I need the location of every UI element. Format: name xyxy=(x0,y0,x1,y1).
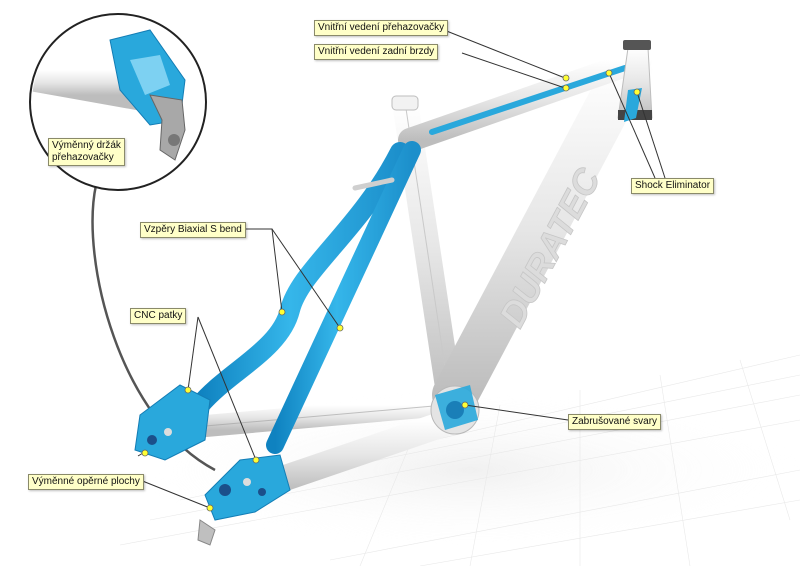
marker-seatstay-2 xyxy=(336,324,344,332)
bottom-bracket xyxy=(430,385,480,435)
marker-cnc-1 xyxy=(184,386,192,394)
callout-shock-eliminator: Shock Eliminator xyxy=(631,178,715,194)
seatstays xyxy=(190,141,421,454)
marker-shock-2 xyxy=(633,88,641,96)
marker-weld xyxy=(461,401,469,409)
callout-replaceable-hanger: Výměnný držák přehazovačky xyxy=(48,138,125,166)
marker-cnc-2 xyxy=(252,456,260,464)
marker-seatstay-1 xyxy=(278,308,286,316)
marker-brake-routing xyxy=(562,84,570,92)
callout-cnc-dropouts: CNC patky xyxy=(130,308,187,324)
left-dropout xyxy=(134,384,211,461)
callout-biaxial-seatstays: Vzpěry Biaxial S bend xyxy=(140,222,246,238)
marker-support-2 xyxy=(206,504,214,512)
right-dropout xyxy=(197,454,291,546)
callout-replaceable-support-surfaces: Výměnné opěrné plochy xyxy=(28,474,144,490)
marker-derailleur-routing xyxy=(562,74,570,82)
head-tube xyxy=(617,40,653,122)
seat-tube-top xyxy=(391,95,419,111)
marker-dots xyxy=(141,69,641,512)
callout-replaceable-hanger-line1: Výměnný držák xyxy=(52,140,121,151)
callout-replaceable-hanger-line2: přehazovačky xyxy=(52,152,114,163)
callout-sanded-welds: Zabrušované svary xyxy=(568,414,662,430)
marker-support-1 xyxy=(141,449,149,457)
callout-internal-derailleur-routing: Vnitřní vedení přehazovačky xyxy=(314,20,449,36)
marker-shock-1 xyxy=(605,69,613,77)
top-tube-cable-guide xyxy=(429,65,628,135)
callout-internal-brake-routing: Vnitřní vedení zadní brzdy xyxy=(314,44,439,60)
down-tube xyxy=(432,42,653,418)
floor-grid xyxy=(119,354,800,566)
